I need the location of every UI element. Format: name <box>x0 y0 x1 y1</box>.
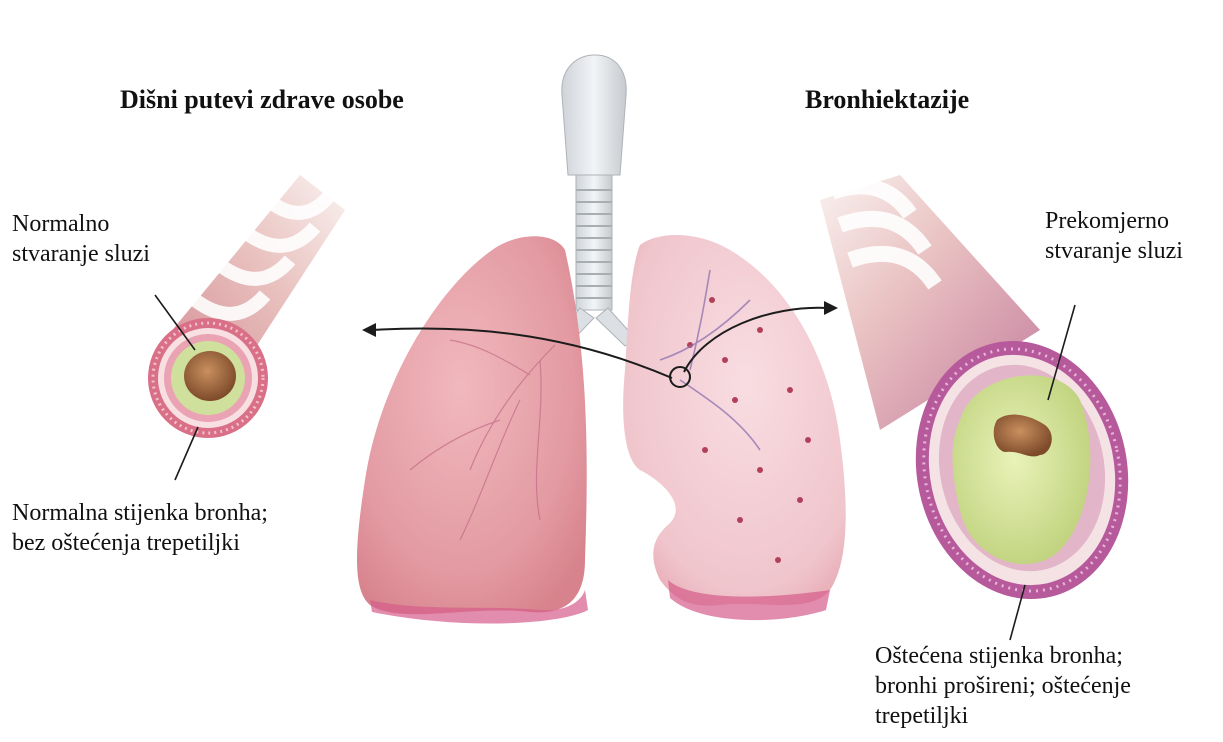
bronchiectasis-title: Bronhiektazije <box>805 85 969 115</box>
excess-mucus-label: Prekomjerno stvaranje sluzi <box>1045 206 1183 266</box>
healthy-airways-title: Dišni putevi zdrave osobe <box>120 85 404 115</box>
damaged-mucus-layer <box>953 375 1091 564</box>
healthy-lung <box>357 236 587 614</box>
normal-wall-label: Normalna stijenka bronha; bez oštećenja … <box>12 498 268 558</box>
leader-normal-wall <box>175 427 198 480</box>
healthy-bronchus <box>148 175 345 438</box>
normal-mucus-label: Normalno stvaranje sluzi <box>12 209 150 269</box>
healthy-lumen <box>184 351 236 401</box>
arrowhead-left <box>362 323 376 337</box>
damaged-wall-label: Oštećena stijenka bronha; bronhi prošire… <box>875 641 1131 731</box>
arrowhead-right <box>824 301 838 315</box>
